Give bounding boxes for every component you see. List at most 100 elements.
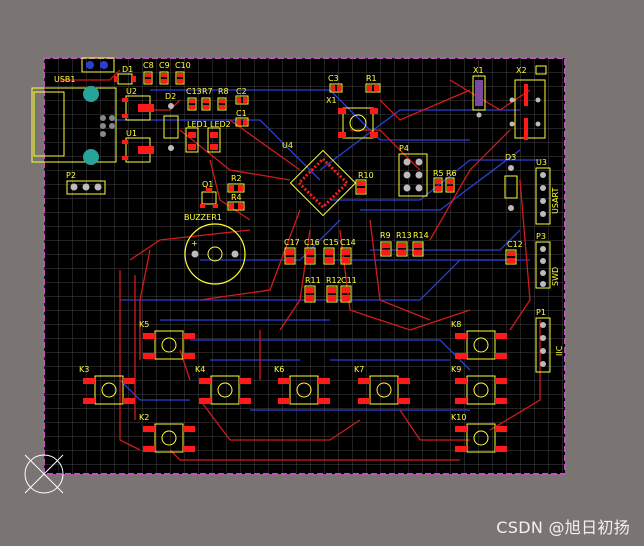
iic-label: IIC [555, 345, 564, 356]
connector-p3-swd: P3 SWD [535, 232, 560, 289]
switch-k6-label: K6 [274, 365, 284, 374]
c16-label: C16 [304, 238, 320, 247]
r14-label: R14 [413, 231, 429, 240]
resistors-r5-r6: R5 R6 [433, 169, 457, 193]
led1-label: LED1 [187, 120, 208, 129]
r10-label: R10 [358, 171, 374, 180]
d1-label: D1 [122, 65, 133, 74]
c10-label: C10 [175, 61, 191, 70]
cap-c3: C3 [328, 74, 343, 93]
c17-label: C17 [284, 238, 300, 247]
buzzer-label: BUZZER1 [184, 213, 222, 222]
switch-k5: K5 [139, 320, 195, 360]
x1-top-label: X1 [473, 66, 484, 75]
switch-k7: K7 [354, 365, 410, 405]
x1-label: X1 [326, 96, 337, 105]
bottom-traces [110, 89, 540, 411]
r8-label: R8 [218, 87, 229, 96]
c3-label: C3 [328, 74, 339, 83]
resistor-r1: R1 [365, 74, 381, 93]
diode-d1: D1 [114, 65, 136, 85]
u2-label: U2 [126, 87, 137, 96]
r7-label: R7 [202, 87, 213, 96]
switch-k2: K2 [139, 413, 195, 453]
resistors-r9-r14: R9 R13 R14 [380, 231, 429, 257]
r1-label: R1 [366, 74, 377, 83]
resistor-r10: R10 [355, 171, 374, 195]
p4-label: P4 [399, 144, 409, 153]
led2-label: LED2 [210, 120, 231, 129]
c12-label: C12 [507, 240, 523, 249]
watermark: CSDN @旭日初扬 [496, 518, 630, 537]
board-outline [43, 57, 566, 475]
connector-p1-iic: P1 IIC [535, 308, 564, 373]
switch-k8: K8 [451, 320, 507, 360]
u3-label: U3 [536, 158, 547, 167]
svg-text:+: + [191, 239, 198, 248]
r2-label: R2 [231, 174, 242, 183]
c15-label: C15 [323, 238, 339, 247]
switch-k4-label: K4 [195, 365, 205, 374]
switch-k7-label: K7 [354, 365, 364, 374]
p1-label: P1 [536, 308, 546, 317]
c8-label: C8 [143, 61, 154, 70]
c2-label: C2 [236, 87, 247, 96]
usb-connector: USB1 [31, 75, 117, 165]
u4-label: U4 [282, 141, 293, 150]
switch-k4: K4 [195, 365, 251, 405]
caps-c8-c10: C8 C9 C10 [143, 61, 191, 85]
caps-c14-c17: C17 C16 C15 C14 [284, 238, 356, 265]
switch-k8-label: K8 [451, 320, 461, 329]
d3-label: D3 [505, 153, 516, 162]
regulator-u1: U1 [122, 129, 154, 163]
switch-k9: K9 [451, 365, 507, 405]
resistors-r2-r4: R2 R4 [227, 174, 245, 211]
regulator-u2: U2 [122, 87, 154, 121]
usart-label: USART [551, 187, 560, 214]
mcu-u4: U4 [282, 141, 357, 217]
connector-p4: P4 [398, 144, 428, 197]
p2-label: P2 [66, 171, 76, 180]
c14-label: C14 [340, 238, 356, 247]
switch-k5-label: K5 [139, 320, 149, 329]
switch-k3-label: K3 [79, 365, 89, 374]
c11-label: C11 [341, 276, 357, 285]
connector-u3-usart: U3 USART [535, 158, 560, 225]
q1-label: Q1 [202, 180, 213, 189]
passives-r11-c11: R11 R12 C11 [304, 276, 357, 303]
buzzer: + BUZZER1 [184, 213, 246, 285]
switch-k2-label: K2 [139, 413, 149, 422]
r11-label: R11 [305, 276, 321, 285]
transistor-q1: Q1 [200, 180, 218, 208]
usb-label: USB1 [54, 75, 76, 84]
x2-label: X2 [516, 66, 527, 75]
switch-k10-label: K10 [451, 413, 466, 422]
passives-c13-c1: C13 R7 R8 C2 C1 [186, 87, 249, 127]
header-top [81, 57, 115, 73]
r5-label: R5 [433, 169, 444, 178]
c9-label: C9 [159, 61, 170, 70]
p3-label: P3 [536, 232, 546, 241]
d2-label: D2 [165, 92, 176, 101]
c13-label: C13 [186, 87, 202, 96]
r6-label: R6 [446, 169, 457, 178]
leds: LED1 LED2 [185, 120, 231, 153]
diode-d2: D2 [163, 92, 179, 151]
top-traces [60, 69, 541, 461]
origin-marker [24, 454, 64, 494]
crystal-x1-rtc: X1 [472, 66, 486, 118]
swd-label: SWD [551, 267, 560, 286]
r12-label: R12 [326, 276, 342, 285]
r4-label: R4 [231, 193, 242, 202]
crystal-x1: X1 [326, 96, 378, 139]
c1-label: C1 [236, 109, 247, 118]
diode-d3: D3 [504, 153, 518, 211]
switch-k9-label: K9 [451, 365, 461, 374]
switch-k10: K10 [451, 413, 507, 453]
u1-label: U1 [126, 129, 137, 138]
switch-k3: K3 [79, 365, 135, 405]
r9-label: R9 [380, 231, 391, 240]
r13-label: R13 [396, 231, 412, 240]
crystal-x2: X2 [509, 65, 547, 140]
